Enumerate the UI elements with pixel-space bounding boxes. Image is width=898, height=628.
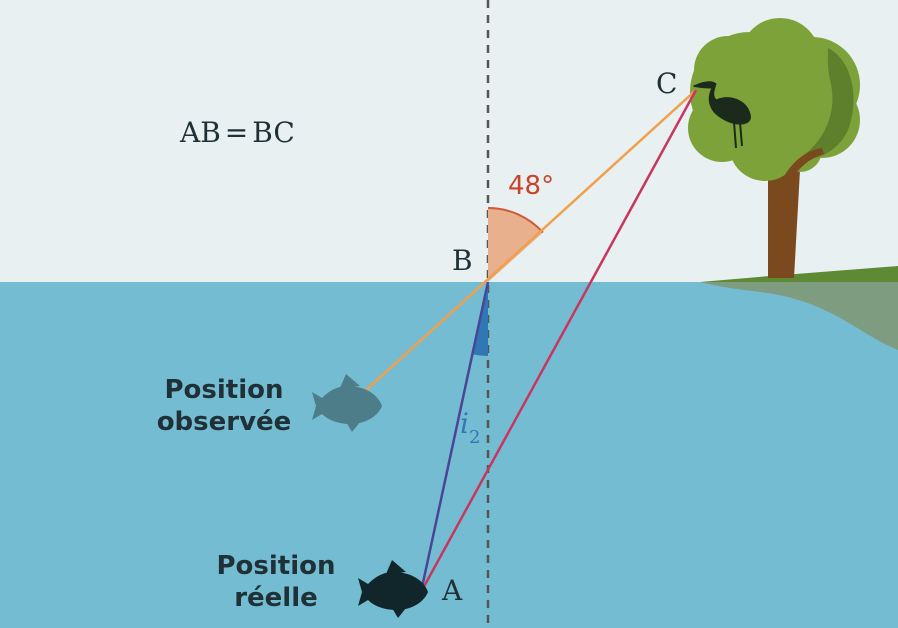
observed-fish-icon <box>312 374 382 432</box>
water-area <box>0 282 898 628</box>
equation-left: AB <box>179 116 221 149</box>
equation-sign: = <box>225 116 248 149</box>
grass-strip <box>700 266 898 282</box>
incidence-angle-sector <box>488 208 543 282</box>
equation-right: BC <box>252 116 295 149</box>
refraction-angle-symbol: i <box>460 407 469 440</box>
real-position-label-line1: Position <box>216 551 335 581</box>
equation-text: AB=BC <box>179 116 295 149</box>
observed-position-label-line1: Position <box>164 375 283 405</box>
refraction-angle-label: i2 <box>460 407 480 448</box>
tree-icon <box>688 18 860 278</box>
heron-icon <box>692 81 751 149</box>
refraction-angle-subscript: 2 <box>469 427 480 448</box>
point-label-b: B <box>452 244 473 277</box>
real-fish-icon <box>358 560 428 618</box>
real-position-label-line2: réelle <box>234 583 318 613</box>
point-label-a: A <box>441 574 463 607</box>
observed-ray <box>363 89 697 393</box>
direct-ray <box>419 89 698 593</box>
refracted-ray <box>419 281 490 593</box>
river-bank <box>700 282 898 350</box>
observed-position-label-line2: observée <box>157 407 292 437</box>
angle-value-label: 48° <box>508 171 554 201</box>
point-label-c: C <box>656 67 677 100</box>
incidence-angle-arc <box>487 207 544 234</box>
